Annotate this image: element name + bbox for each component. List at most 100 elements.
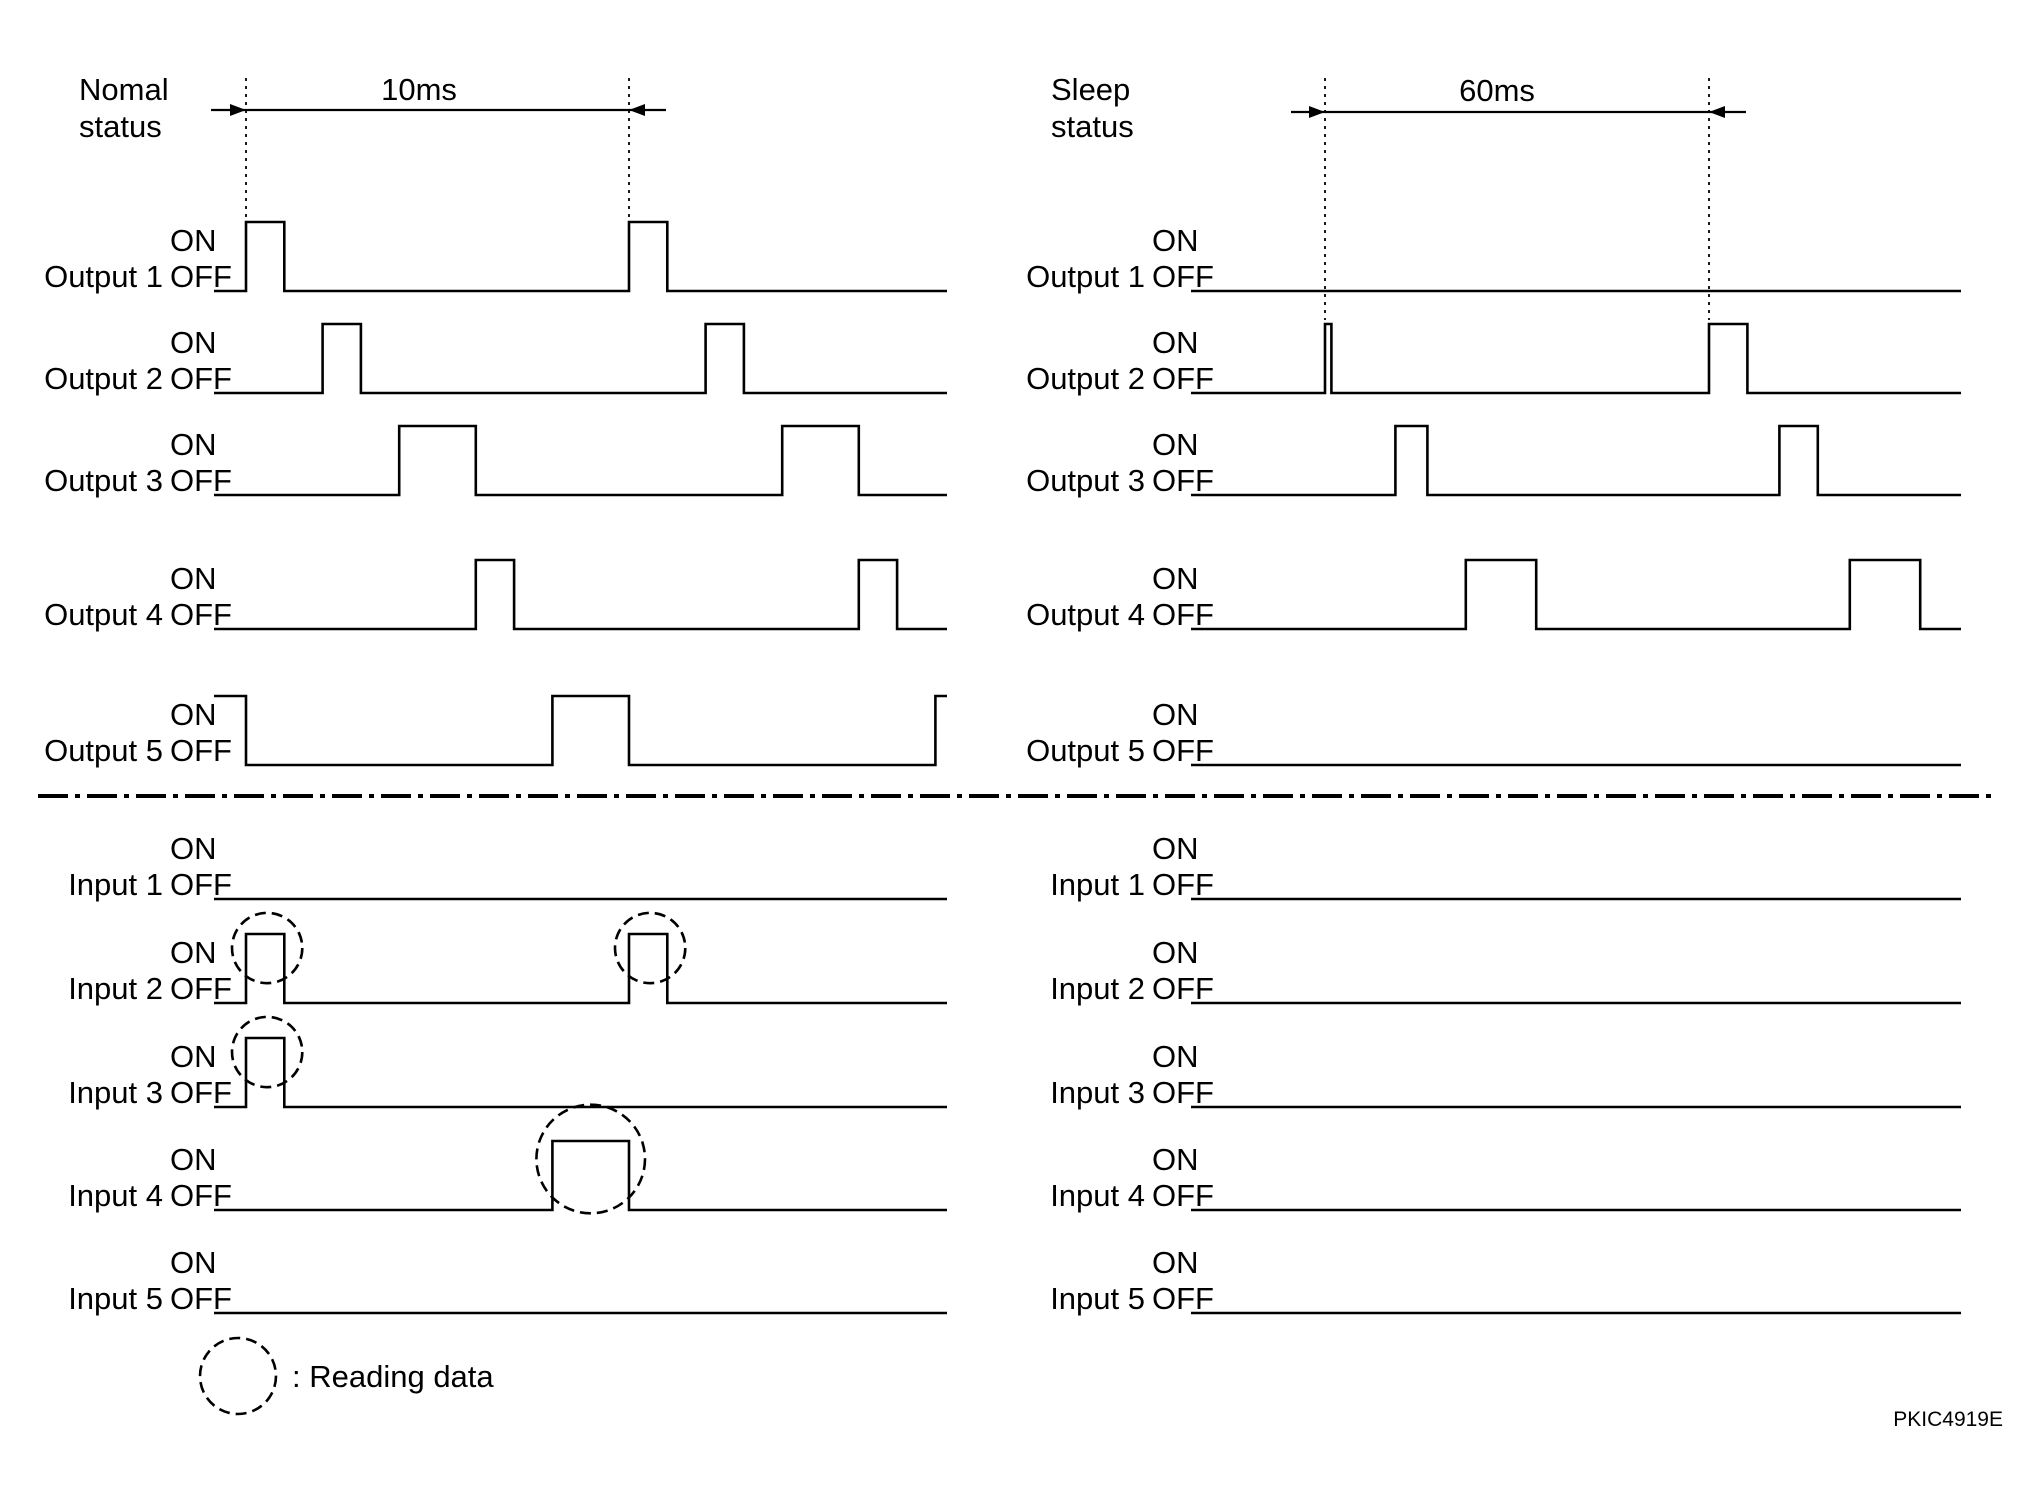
- signal-name-normal: Output 4: [44, 597, 163, 632]
- state-off-label: OFF: [1152, 597, 1214, 632]
- waveform-normal-output-1: [214, 220, 947, 293]
- state-on-label: ON: [170, 697, 217, 732]
- reading-data-circle: [613, 911, 687, 985]
- state-on-label: ON: [1152, 1245, 1199, 1280]
- state-off-label: OFF: [170, 867, 232, 902]
- waveform-sleep-output-2: [1191, 322, 1961, 395]
- state-off-label: OFF: [170, 971, 232, 1006]
- sleep-period-dimension: 60ms: [1291, 73, 1746, 320]
- state-on-label: ON: [1152, 561, 1199, 596]
- signal-name-sleep: Input 3: [1050, 1075, 1145, 1110]
- sleep-period-label: 60ms: [1459, 73, 1535, 108]
- signal-name-normal: Input 5: [68, 1281, 163, 1316]
- normal-status-title-line2: status: [79, 109, 162, 144]
- signal-name-normal: Output 5: [44, 733, 163, 768]
- state-off-label: OFF: [1152, 733, 1214, 768]
- state-off-label: OFF: [170, 733, 232, 768]
- state-on-label: ON: [1152, 697, 1199, 732]
- signal-name-normal: Input 2: [68, 971, 163, 1006]
- state-on-label: ON: [1152, 427, 1199, 462]
- state-off-label: OFF: [170, 463, 232, 498]
- reading-data-circle: [230, 911, 304, 985]
- signal-name-normal: Output 1: [44, 259, 163, 294]
- signal-name-sleep: Input 5: [1050, 1281, 1145, 1316]
- signal-name-sleep: Output 2: [1026, 361, 1145, 396]
- state-on-label: ON: [1152, 325, 1199, 360]
- waveform-normal-input-2: [214, 932, 947, 1005]
- state-off-label: OFF: [1152, 1075, 1214, 1110]
- state-on-label: ON: [170, 935, 217, 970]
- state-off-label: OFF: [1152, 1281, 1214, 1316]
- waveform-normal-input-4: [214, 1139, 947, 1212]
- state-off-label: OFF: [1152, 463, 1214, 498]
- signal-name-normal: Input 3: [68, 1075, 163, 1110]
- signal-name-sleep: Input 4: [1050, 1178, 1145, 1213]
- figure-code: PKIC4919E: [1893, 1408, 2003, 1431]
- state-on-label: ON: [170, 1142, 217, 1177]
- state-on-label: ON: [1152, 223, 1199, 258]
- sleep-status-title-line2: status: [1051, 109, 1134, 144]
- reading-data-circle: [230, 1015, 304, 1089]
- state-off-label: OFF: [170, 361, 232, 396]
- signal-name-normal: Output 2: [44, 361, 163, 396]
- reading-data-circle: [535, 1103, 647, 1215]
- signal-name-normal: Input 1: [68, 867, 163, 902]
- state-off-label: OFF: [1152, 361, 1214, 396]
- signal-name-sleep: Output 4: [1026, 597, 1145, 632]
- signal-name-sleep: Output 3: [1026, 463, 1145, 498]
- waveform-sleep-output-3: [1191, 424, 1961, 497]
- state-off-label: OFF: [1152, 867, 1214, 902]
- reading-data-legend-circle: [198, 1336, 278, 1416]
- state-on-label: ON: [170, 1039, 217, 1074]
- waveform-normal-output-3: [214, 424, 947, 497]
- state-off-label: OFF: [1152, 259, 1214, 294]
- state-on-label: ON: [1152, 935, 1199, 970]
- normal-period-dimension: 10ms: [211, 72, 666, 220]
- state-on-label: ON: [1152, 831, 1199, 866]
- state-off-label: OFF: [170, 1075, 232, 1110]
- waveform-normal-input-3: [214, 1036, 947, 1109]
- waveform-normal-output-2: [214, 322, 947, 395]
- sleep-status-title-line1: Sleep: [1051, 72, 1130, 107]
- state-on-label: ON: [170, 325, 217, 360]
- waveform-sleep-output-4: [1191, 558, 1961, 631]
- signal-name-sleep: Output 5: [1026, 733, 1145, 768]
- state-on-label: ON: [170, 223, 217, 258]
- state-off-label: OFF: [170, 259, 232, 294]
- state-off-label: OFF: [170, 1281, 232, 1316]
- state-off-label: OFF: [170, 1178, 232, 1213]
- normal-status-title-line1: Nomal: [79, 72, 169, 107]
- state-off-label: OFF: [1152, 971, 1214, 1006]
- waveform-normal-output-4: [214, 558, 947, 631]
- signal-name-normal: Input 4: [68, 1178, 163, 1213]
- signal-name-sleep: Input 1: [1050, 867, 1145, 902]
- state-on-label: ON: [170, 561, 217, 596]
- normal-period-label: 10ms: [381, 72, 457, 107]
- legend-label: : Reading data: [292, 1359, 494, 1394]
- state-on-label: ON: [1152, 1039, 1199, 1074]
- signal-name-sleep: Input 2: [1050, 971, 1145, 1006]
- state-on-label: ON: [170, 1245, 217, 1280]
- state-on-label: ON: [170, 427, 217, 462]
- signal-name-normal: Output 3: [44, 463, 163, 498]
- state-off-label: OFF: [1152, 1178, 1214, 1213]
- state-on-label: ON: [170, 831, 217, 866]
- legend: : Reading data: [198, 1336, 494, 1416]
- state-on-label: ON: [1152, 1142, 1199, 1177]
- waveform-normal-output-5: [214, 694, 947, 767]
- signal-name-sleep: Output 1: [1026, 259, 1145, 294]
- state-off-label: OFF: [170, 597, 232, 632]
